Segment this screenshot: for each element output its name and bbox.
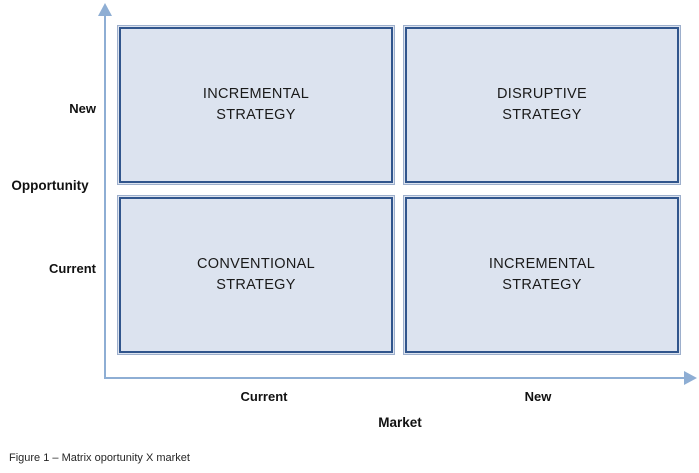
x-axis-line: [104, 377, 686, 379]
y-axis-line: [104, 14, 106, 379]
figure-caption: Figure 1 – Matrix oportunity X market: [9, 452, 190, 464]
quadrant-disruptive-strategy[interactable]: DISRUPTIVE STRATEGY: [403, 25, 681, 185]
quadrant-incremental-strategy-current-market[interactable]: INCREMENTAL STRATEGY: [117, 25, 395, 185]
arrow-up-icon: [98, 3, 112, 16]
quadrant-label: INCREMENTAL STRATEGY: [202, 86, 310, 123]
y-axis-tick-new: New: [69, 101, 96, 116]
quadrant-label: INCREMENTAL STRATEGY: [488, 256, 596, 293]
y-axis-tick-current: Current: [49, 261, 96, 276]
quadrant-label: DISRUPTIVE STRATEGY: [496, 86, 587, 123]
x-axis-tick-new: New: [524, 389, 552, 404]
quadrant-label: CONVENTIONAL STRATEGY: [196, 256, 315, 293]
quadrant-conventional-strategy[interactable]: CONVENTIONAL STRATEGY: [117, 195, 395, 355]
quadrant-incremental-strategy-new-market[interactable]: INCREMENTAL STRATEGY: [403, 195, 681, 355]
x-axis-title: Market: [378, 415, 422, 430]
matrix-grid: INCREMENTAL STRATEGY DISRUPTIVE STRATEGY…: [117, 25, 681, 355]
arrow-right-icon: [684, 371, 697, 385]
x-axis-tick-current: Current: [240, 389, 288, 404]
y-axis-title: Opportunity: [11, 178, 89, 193]
